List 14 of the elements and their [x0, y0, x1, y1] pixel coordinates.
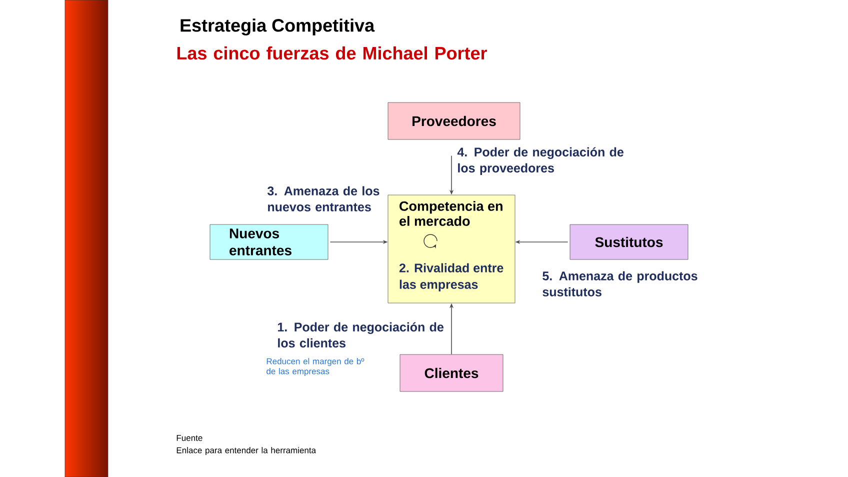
link-label: Enlace para entender la herramienta [176, 447, 316, 455]
edge-label: 1. Poder de negociación de los clientes [278, 322, 444, 348]
force-box: Proveedores [388, 102, 520, 140]
note: Reducen el margen de bº de las empresas [266, 358, 364, 376]
edge-label: 4. Poder de negociación de los proveedores [457, 147, 624, 175]
force-box: Clientes [400, 354, 504, 392]
edge-label: 5. Amenaza de productos sustitutos [542, 271, 698, 296]
force-box: Nuevos entrantes [210, 224, 328, 260]
title: Estrategia Competitiva [180, 18, 375, 36]
market-box: Competencia en el mercado 2. Rivalidad entre las empresas [388, 194, 516, 304]
edge-label: 3. Amenaza de los nuevos entrantes [267, 186, 380, 212]
force-box: Sustitutos [570, 224, 688, 260]
subtitle: Las cinco fuerzas de Michael Porter [177, 46, 487, 60]
source-label: Fuente [176, 435, 202, 441]
